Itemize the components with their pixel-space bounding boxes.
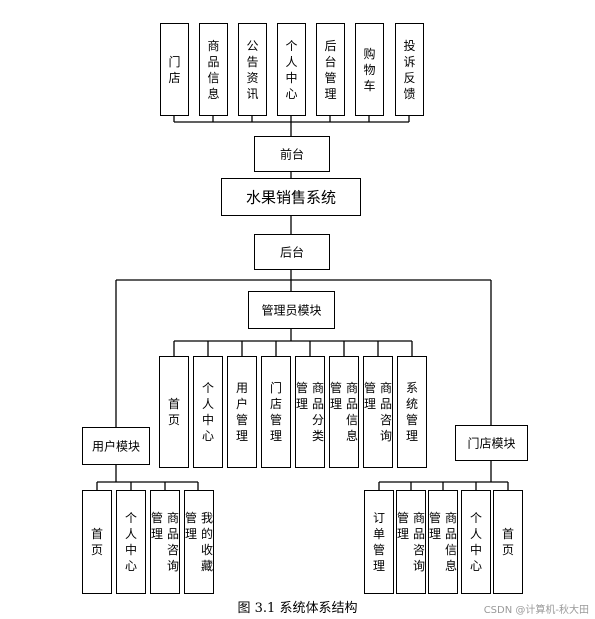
store-child-box: 个人中心 — [461, 490, 491, 594]
frontend-module-box: 购物车 — [355, 23, 384, 116]
store-child-label: 个人中心 — [462, 510, 490, 574]
user-child-box: 个人中心 — [116, 490, 146, 594]
label-column: 管理 — [396, 511, 409, 541]
system-title: 水果销售系统 — [245, 188, 336, 207]
frontend-module-label: 商品信息 — [200, 38, 227, 102]
store-child-label: 商品咨询管理 — [397, 510, 425, 574]
admin-child-box: 商品咨询管理 — [363, 356, 393, 468]
label-column: 系统管理 — [405, 381, 418, 443]
store-child-box: 订单管理 — [364, 490, 394, 594]
admin-child-label: 商品分类管理 — [296, 380, 324, 444]
label-column: 管理 — [295, 381, 308, 411]
label-column: 商品咨询 — [413, 511, 426, 573]
label-column: 商品信息 — [207, 38, 220, 101]
backend-box: 后台 — [254, 234, 330, 270]
admin-child-label: 首页 — [160, 396, 188, 428]
user-module-label: 用户模块 — [91, 439, 140, 454]
frontend-module-box: 公告资讯 — [238, 23, 267, 116]
label-column: 公告资讯 — [246, 38, 259, 101]
frontend-module-label: 投诉反馈 — [396, 38, 423, 102]
store-module-box: 门店模块 — [455, 425, 528, 461]
label-column: 门店 — [168, 54, 181, 85]
frontend-module-box: 投诉反馈 — [395, 23, 424, 116]
user-child-label: 首页 — [83, 526, 111, 558]
label-column: 后台管理 — [324, 38, 337, 101]
label-column: 管理 — [184, 511, 197, 541]
label-column: 管理 — [428, 511, 441, 541]
admin-child-label: 系统管理 — [398, 380, 426, 444]
frontend-module-box: 门店 — [160, 23, 189, 116]
frontend-module-label: 公告资讯 — [239, 38, 266, 102]
store-child-box: 商品咨询管理 — [396, 490, 426, 594]
frontend-module-label: 购物车 — [356, 46, 383, 94]
label-column: 个人中心 — [469, 511, 482, 573]
frontend-module-box: 个人中心 — [277, 23, 306, 116]
frontend-box: 前台 — [254, 136, 330, 172]
admin-module-box: 管理员模块 — [248, 291, 335, 329]
user-child-label: 我的收藏管理 — [185, 510, 213, 574]
store-child-label: 订单管理 — [365, 510, 393, 574]
user-child-box: 首页 — [82, 490, 112, 594]
admin-child-box: 首页 — [159, 356, 189, 468]
label-column: 投诉反馈 — [403, 38, 416, 101]
admin-child-label: 个人中心 — [194, 380, 222, 444]
label-column: 首页 — [167, 397, 180, 427]
admin-child-label: 门店管理 — [262, 380, 290, 444]
label-column: 首页 — [90, 527, 103, 557]
label-column: 商品信息 — [445, 511, 458, 573]
store-child-label: 商品信息管理 — [429, 510, 457, 574]
label-column: 个人中心 — [124, 511, 137, 573]
admin-child-box: 系统管理 — [397, 356, 427, 468]
frontend-module-box: 商品信息 — [199, 23, 228, 116]
frontend-module-label: 个人中心 — [278, 38, 305, 102]
label-column: 管理 — [329, 381, 342, 411]
figure-caption: 图 3.1 系统体系结构 — [237, 601, 358, 616]
label-column: 商品咨询 — [167, 511, 180, 573]
system-title-box: 水果销售系统 — [221, 178, 361, 216]
user-module-box: 用户模块 — [82, 427, 150, 465]
store-child-box: 商品信息管理 — [428, 490, 458, 594]
admin-child-label: 商品信息管理 — [330, 380, 358, 444]
admin-child-box: 商品信息管理 — [329, 356, 359, 468]
frontend-label: 前台 — [279, 147, 304, 162]
label-column: 商品分类 — [312, 381, 325, 443]
admin-child-box: 用户管理 — [227, 356, 257, 468]
frontend-module-label: 门店 — [161, 54, 188, 86]
label-column: 商品信息 — [346, 381, 359, 443]
user-child-box: 我的收藏管理 — [184, 490, 214, 594]
admin-child-box: 门店管理 — [261, 356, 291, 468]
user-child-label: 商品咨询管理 — [151, 510, 179, 574]
store-child-label: 首页 — [494, 526, 522, 558]
label-column: 订单管理 — [372, 511, 385, 573]
label-column: 购物车 — [363, 46, 376, 93]
label-column: 管理 — [150, 511, 163, 541]
label-column: 管理 — [363, 381, 376, 411]
backend-label: 后台 — [279, 245, 304, 260]
frontend-module-box: 后台管理 — [316, 23, 345, 116]
label-column: 首页 — [501, 527, 514, 557]
store-module-label: 门店模块 — [467, 436, 516, 451]
admin-child-label: 商品咨询管理 — [364, 380, 392, 444]
admin-child-label: 用户管理 — [228, 380, 256, 444]
admin-module-label: 管理员模块 — [261, 303, 322, 318]
label-column: 商品咨询 — [380, 381, 393, 443]
admin-child-box: 个人中心 — [193, 356, 223, 468]
user-child-label: 个人中心 — [117, 510, 145, 574]
admin-child-box: 商品分类管理 — [295, 356, 325, 468]
watermark: CSDN @计算机-秋大田 — [483, 605, 589, 616]
label-column: 个人中心 — [285, 38, 298, 101]
frontend-module-label: 后台管理 — [317, 38, 344, 102]
label-column: 个人中心 — [201, 381, 214, 443]
label-column: 门店管理 — [269, 381, 282, 443]
label-column: 我的收藏 — [201, 511, 214, 573]
label-column: 用户管理 — [235, 381, 248, 443]
store-child-box: 首页 — [493, 490, 523, 594]
user-child-box: 商品咨询管理 — [150, 490, 180, 594]
